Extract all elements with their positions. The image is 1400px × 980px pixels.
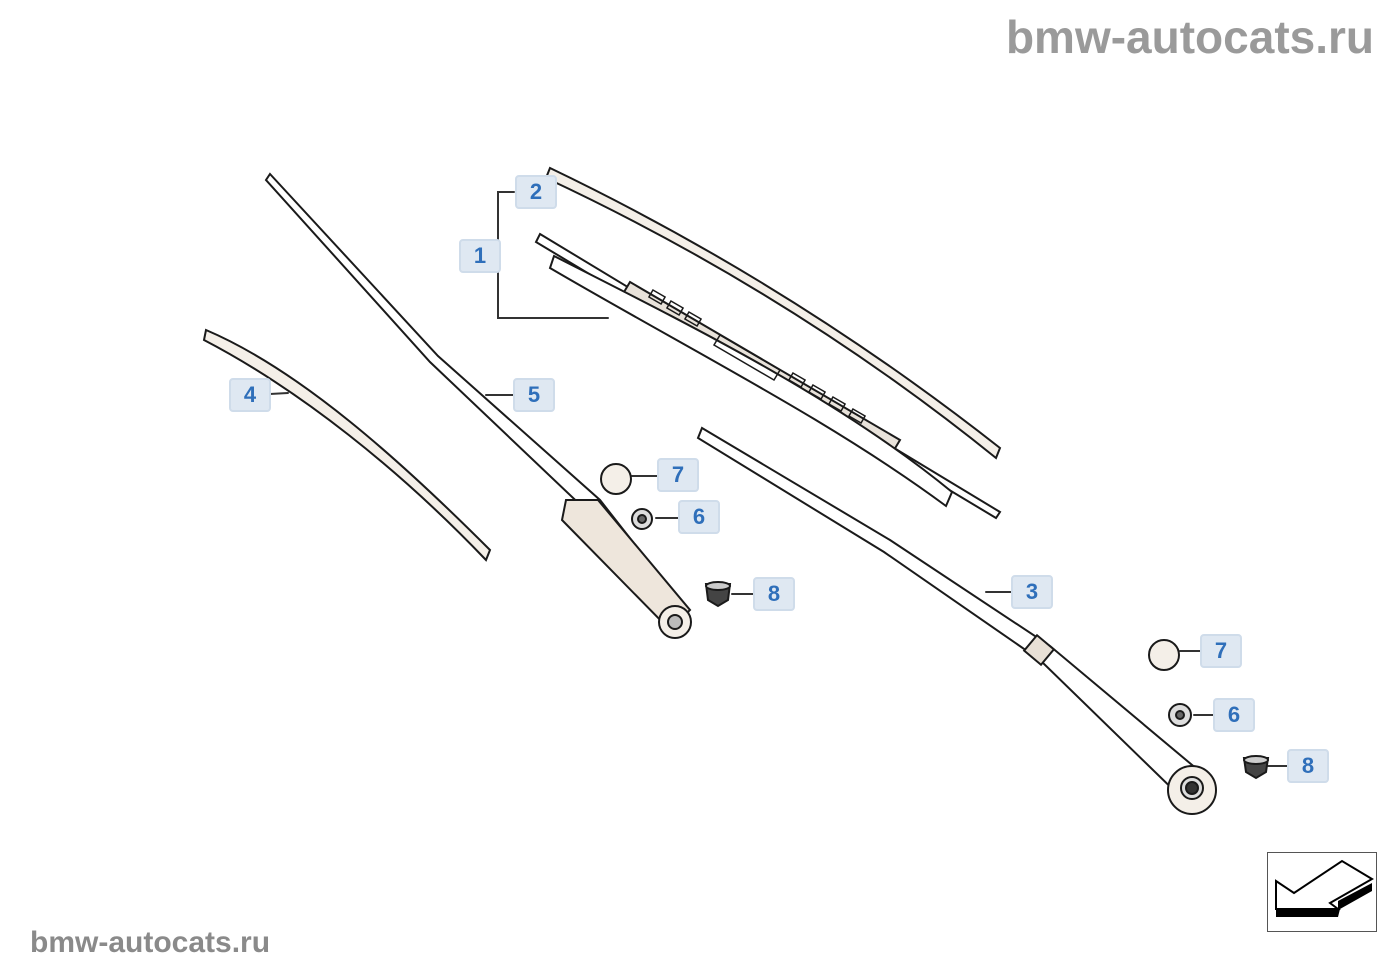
part-4-spoiler-left bbox=[202, 328, 492, 562]
watermark-top: bmw-autocats.ru bbox=[1005, 11, 1374, 63]
callout-2[interactable]: 2 bbox=[515, 175, 557, 209]
part-6-nut-left bbox=[631, 508, 653, 530]
back-navigation-button[interactable] bbox=[1267, 852, 1377, 932]
callout-6[interactable]: 6 bbox=[678, 500, 720, 534]
part-7-cap-left bbox=[600, 463, 632, 495]
part-8-bush-left bbox=[704, 581, 732, 608]
callout-1[interactable]: 1 bbox=[459, 239, 501, 273]
part-7-cap-right bbox=[1148, 639, 1180, 671]
watermark-bottom: bmw-autocats.ru bbox=[30, 926, 271, 959]
callout-7[interactable]: 7 bbox=[657, 458, 699, 492]
part-3-wiper-arm-right bbox=[696, 426, 1217, 815]
part-1-wiper-blade bbox=[534, 232, 1002, 520]
callout-6[interactable]: 6 bbox=[1213, 698, 1255, 732]
callout-8[interactable]: 8 bbox=[1287, 749, 1329, 783]
callout-8[interactable]: 8 bbox=[753, 577, 795, 611]
part-6-nut-right bbox=[1168, 703, 1192, 727]
part-8-bush-right bbox=[1242, 755, 1270, 780]
arrow-down-left-icon bbox=[1275, 859, 1374, 917]
part-2-spoiler bbox=[544, 166, 1002, 460]
part-5-wiper-arm-left bbox=[264, 172, 692, 639]
callout-3[interactable]: 3 bbox=[1011, 575, 1053, 609]
callout-7[interactable]: 7 bbox=[1200, 634, 1242, 668]
callout-5[interactable]: 5 bbox=[513, 378, 555, 412]
callout-4[interactable]: 4 bbox=[229, 378, 271, 412]
